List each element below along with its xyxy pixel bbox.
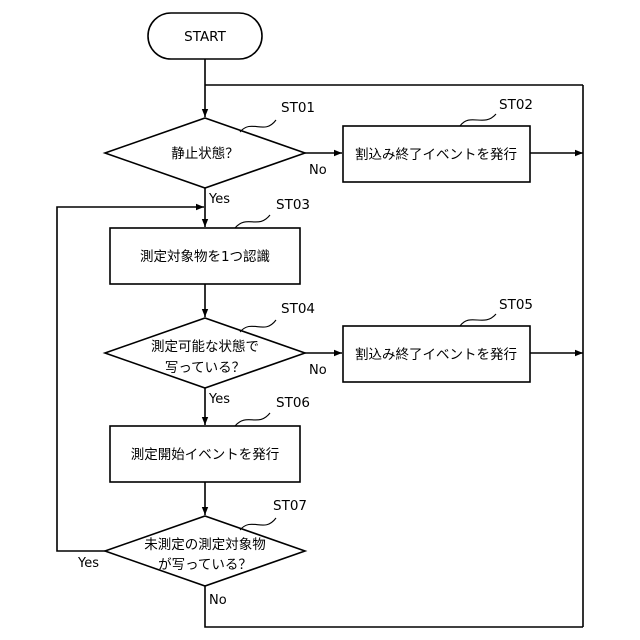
st01-no-label: No — [309, 163, 327, 178]
st07-yes-label: Yes — [77, 556, 99, 571]
decision-st07-text-line1: 未測定の測定対象物 — [144, 537, 266, 553]
line-st07-no-to-return — [205, 586, 583, 627]
process-st02-text: 割込み終了イベントを発行 — [355, 146, 517, 163]
decision-st04-text-line1: 測定可能な状態で — [151, 339, 259, 355]
process-st06-text: 測定開始イベントを発行 — [131, 447, 280, 463]
st02-id: ST02 — [499, 97, 533, 113]
process-st03-text: 測定対象物を1つ認識 — [140, 249, 270, 265]
st04-no-label: No — [309, 363, 327, 378]
decision-st04-text-line2: 写っている？ — [165, 360, 245, 376]
st01-id: ST01 — [281, 100, 315, 116]
st02-leader-line — [460, 114, 496, 126]
process-st05-text: 割込み終了イベントを発行 — [355, 346, 517, 363]
st04-id: ST04 — [281, 301, 315, 317]
st01-yes-label: Yes — [208, 192, 230, 207]
st01-leader-line — [240, 120, 276, 132]
process-st05: 割込み終了イベントを発行 — [343, 326, 530, 382]
decision-st07: 未測定の測定対象物 が写っている？ — [105, 516, 305, 586]
st07-id: ST07 — [273, 498, 307, 514]
start-label: START — [184, 29, 226, 45]
st04-leader-line — [240, 320, 276, 332]
process-st06: 測定開始イベントを発行 — [110, 426, 300, 482]
decision-st01-text: 静止状態？ — [171, 146, 239, 162]
st03-leader-line — [235, 215, 270, 228]
decision-st07-text-line2: が写っている？ — [158, 557, 252, 573]
st04-yes-label: Yes — [208, 392, 230, 407]
st07-leader-line — [240, 518, 276, 530]
process-st02: 割込み終了イベントを発行 — [343, 126, 530, 182]
st06-leader-line — [235, 413, 270, 426]
decision-st01: 静止状態？ — [105, 118, 305, 188]
decision-st04: 測定可能な状態で 写っている？ — [105, 318, 305, 388]
st03-id: ST03 — [276, 197, 310, 213]
start-terminal: START — [148, 13, 262, 59]
st05-id: ST05 — [499, 297, 533, 313]
st05-leader-line — [460, 314, 496, 326]
st06-id: ST06 — [276, 395, 310, 411]
process-st03: 測定対象物を1つ認識 — [110, 228, 300, 284]
st07-no-label: No — [209, 593, 227, 608]
